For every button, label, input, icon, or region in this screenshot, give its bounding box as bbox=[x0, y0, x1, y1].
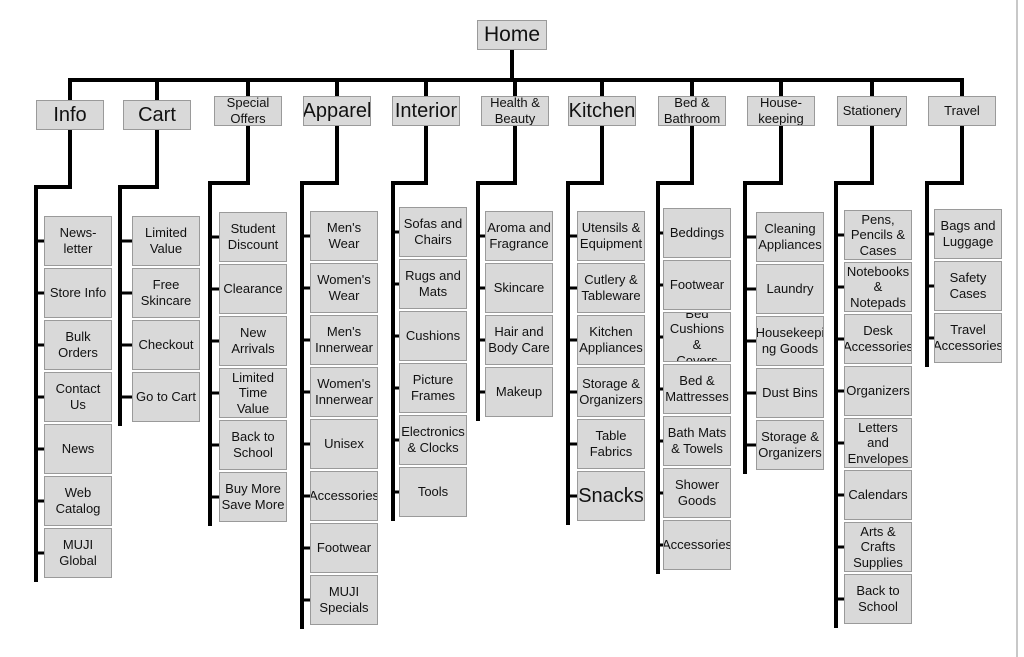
sitemap-item: Contact Us bbox=[44, 372, 112, 422]
sitemap-item: Safety Cases bbox=[934, 261, 1002, 311]
sitemap-item: Utensils & Equipment bbox=[577, 211, 645, 261]
category-header: Stationery bbox=[837, 96, 907, 126]
sitemap-item: Store Info bbox=[44, 268, 112, 318]
sitemap-item: Organizers bbox=[844, 366, 912, 416]
sitemap-item: Dust Bins bbox=[756, 368, 824, 418]
sitemap-item: New Arrivals bbox=[219, 316, 287, 366]
sitemap-item: Arts & Crafts Supplies bbox=[844, 522, 912, 572]
category-header: Travel bbox=[928, 96, 996, 126]
sitemap-item: Accessories bbox=[663, 520, 731, 570]
sitemap-item: Sofas and Chairs bbox=[399, 207, 467, 257]
page-edge-divider bbox=[1016, 0, 1018, 657]
sitemap-item: Cushions bbox=[399, 311, 467, 361]
sitemap-item: Cutlery & Tableware bbox=[577, 263, 645, 313]
sitemap-item: Unisex bbox=[310, 419, 378, 469]
sitemap-item: Men's Wear bbox=[310, 211, 378, 261]
sitemap-item: Bulk Orders bbox=[44, 320, 112, 370]
sitemap-item: News- letter bbox=[44, 216, 112, 266]
sitemap-item: Storage & Organizers bbox=[577, 367, 645, 417]
sitemap-item: Limited Time Value bbox=[219, 368, 287, 418]
sitemap-item: Clearance bbox=[219, 264, 287, 314]
category-header: Interior bbox=[392, 96, 460, 126]
sitemap-item: Checkout bbox=[132, 320, 200, 370]
sitemap-item: Hair and Body Care bbox=[485, 315, 553, 365]
sitemap-item: Calendars bbox=[844, 470, 912, 520]
sitemap-item: Bed Cushions & Covers bbox=[663, 312, 731, 362]
sitemap-item: Women's Wear bbox=[310, 263, 378, 313]
sitemap-item: Limited Value bbox=[132, 216, 200, 266]
sitemap-item: Notebooks & Notepads bbox=[844, 262, 912, 312]
sitemap-item: Shower Goods bbox=[663, 468, 731, 518]
sitemap-item: Women's Innerwear bbox=[310, 367, 378, 417]
sitemap-item: Footwear bbox=[663, 260, 731, 310]
sitemap-item: Accessories bbox=[310, 471, 378, 521]
sitemap-item: Bed & Mattresses bbox=[663, 364, 731, 414]
category-header: Cart bbox=[123, 100, 191, 130]
sitemap-item: Travel Accessories bbox=[934, 313, 1002, 363]
category-header: Bed & Bathroom bbox=[658, 96, 726, 126]
sitemap-item: Go to Cart bbox=[132, 372, 200, 422]
sitemap-item: Web Catalog bbox=[44, 476, 112, 526]
sitemap-item: Kitchen Appliances bbox=[577, 315, 645, 365]
sitemap-item: MUJI Global bbox=[44, 528, 112, 578]
sitemap-item: Letters and Envelopes bbox=[844, 418, 912, 468]
sitemap-item: Men's Innerwear bbox=[310, 315, 378, 365]
sitemap-item: Cleaning Appliances bbox=[756, 212, 824, 262]
category-header: Info bbox=[36, 100, 104, 130]
sitemap-item: Pens, Pencils & Cases bbox=[844, 210, 912, 260]
category-header: Apparel bbox=[303, 96, 371, 126]
home-node: Home bbox=[477, 20, 547, 50]
sitemap-item: Rugs and Mats bbox=[399, 259, 467, 309]
sitemap-item: Makeup bbox=[485, 367, 553, 417]
sitemap-item: Footwear bbox=[310, 523, 378, 573]
sitemap-item: MUJI Specials bbox=[310, 575, 378, 625]
sitemap-item: Back to School bbox=[219, 420, 287, 470]
sitemap-item: Back to School bbox=[844, 574, 912, 624]
sitemap-item: Aroma and Fragrance bbox=[485, 211, 553, 261]
sitemap-item: Beddings bbox=[663, 208, 731, 258]
sitemap-item: Picture Frames bbox=[399, 363, 467, 413]
sitemap-item: Storage & Organizers bbox=[756, 420, 824, 470]
sitemap-item: Desk Accessories bbox=[844, 314, 912, 364]
sitemap-item: Bags and Luggage bbox=[934, 209, 1002, 259]
sitemap-item: Bath Mats & Towels bbox=[663, 416, 731, 466]
sitemap-item: Student Discount bbox=[219, 212, 287, 262]
sitemap-item: Buy More Save More bbox=[219, 472, 287, 522]
category-header: Health & Beauty bbox=[481, 96, 549, 126]
sitemap-item: Snacks bbox=[577, 471, 645, 521]
sitemap-item: News bbox=[44, 424, 112, 474]
sitemap-item: Tools bbox=[399, 467, 467, 517]
sitemap-item: Table Fabrics bbox=[577, 419, 645, 469]
category-header: Kitchen bbox=[568, 96, 636, 126]
category-header: Special Offers bbox=[214, 96, 282, 126]
sitemap-item: Electronics & Clocks bbox=[399, 415, 467, 465]
sitemap-item: Housekeepi ng Goods bbox=[756, 316, 824, 366]
sitemap-item: Skincare bbox=[485, 263, 553, 313]
sitemap-item: Free Skincare bbox=[132, 268, 200, 318]
sitemap-item: Laundry bbox=[756, 264, 824, 314]
category-header: House- keeping bbox=[747, 96, 815, 126]
